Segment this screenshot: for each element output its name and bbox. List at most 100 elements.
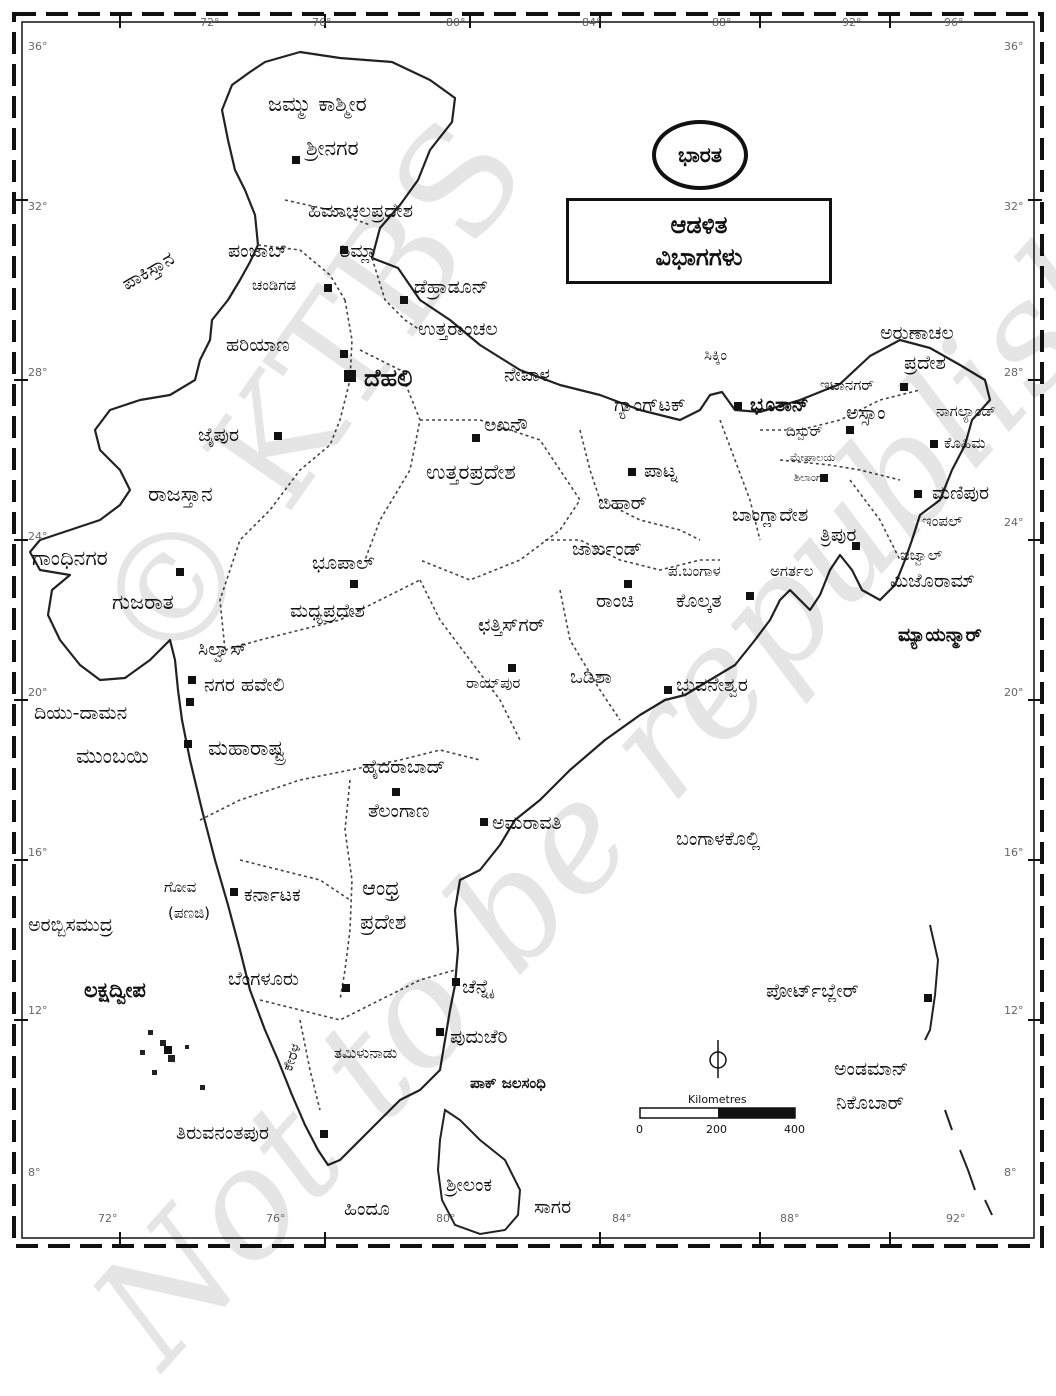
capital-label-raipur: ರಾಯ್‌ಪುರ — [466, 674, 521, 692]
graticule-right-20: 20° — [1004, 686, 1024, 699]
city-marker-lakshadweep — [164, 1046, 172, 1054]
city-marker-daman — [186, 698, 194, 706]
state-label-jk: ಜಮ್ಮು ಕಾಶ್ಮೀರ — [268, 92, 367, 116]
graticule-ticks — [14, 14, 1042, 1246]
capital-label-lucknow: ಲಖನೌ — [484, 414, 528, 436]
city-marker-gangtok — [734, 402, 742, 410]
country-label-bangladesh: ಬಾಂಗ್ಲಾದೇಶ — [732, 504, 809, 526]
map-title-oval: ಭಾರತ — [652, 120, 748, 190]
state-label-manipur: ಮಣಿಪುರ — [932, 482, 990, 504]
capital-label-dehradun: ಡೆಹ್ರಾಡೂನ್ — [414, 276, 489, 298]
capital-label-patna: ಪಾಟ್ನ — [644, 460, 678, 482]
graticule-bottom-88: 88° — [780, 1212, 800, 1225]
capital-label-bhopal: ಭೂಪಾಲ್ — [312, 552, 375, 574]
scale-label: Kilometres — [688, 1093, 747, 1106]
city-marker-ranchi — [624, 580, 632, 588]
city-marker-srinagar — [292, 156, 300, 164]
graticule-top-80: 80° — [446, 16, 466, 29]
state-label-gujarat: ಗುಜರಾತ — [112, 590, 174, 614]
capital-label-amaravati: ಅಮರಾವತಿ — [492, 812, 562, 834]
capital-label-kohima: ಕೊಹಿಮ — [944, 434, 986, 452]
water-label-indian-ocean-2: ಸಾಗರ — [534, 1196, 572, 1218]
graticule-right-8: 8° — [1004, 1166, 1017, 1179]
graticule-top-76: 76° — [312, 16, 332, 29]
city-marker-goa — [230, 888, 238, 896]
capital-label-mumbai: ಮುಂಬಯಿ — [76, 744, 149, 768]
graticule-bottom-76: 76° — [266, 1212, 286, 1225]
city-marker-shillong — [820, 474, 828, 482]
map-frame — [12, 12, 1044, 1248]
state-label-ap1: ಆಂಧ್ರ — [362, 876, 400, 900]
water-label-bay-of-bengal: ಬಂಗಾಳಕೊಲ್ಲಿ — [676, 828, 761, 850]
graticule-top-96: 96° — [944, 16, 964, 29]
capital-label-delhi: ದೆಹಲಿ — [364, 364, 413, 392]
state-label-karnataka: ಕರ್ನಾಟಕ — [244, 884, 301, 906]
scale-tick-0: 0 — [636, 1123, 643, 1136]
graticule-bottom-84: 84° — [612, 1212, 632, 1225]
state-label-arunachal1: ಅರುಣಾಚಲ — [880, 322, 954, 344]
graticule-top-72: 72° — [200, 16, 220, 29]
graticule-right-12: 12° — [1004, 1004, 1024, 1017]
graticule-left-32: 32° — [28, 200, 48, 213]
state-label-wb: ಪ.ಬಂಗಾಳ — [668, 562, 721, 580]
state-label-telangana: ತೆಲಂಗಾಣ — [368, 800, 430, 822]
city-marker-bhopal — [350, 580, 358, 588]
capital-label-chandigarh: ಚಂಡಿಗಡ — [252, 276, 297, 294]
state-label-tripura: ತ್ರಿಪುರ — [820, 524, 857, 546]
srilanka-outline — [436, 1108, 522, 1236]
city-marker-bengaluru — [342, 984, 350, 992]
state-label-uttaranchal: ಉತ್ತರಾಂಚಲ — [418, 318, 498, 340]
state-label-bihar: ಬಿಹಾರ್ — [598, 492, 647, 514]
graticule-right-32: 32° — [1004, 200, 1024, 213]
graticule-right-24: 24° — [1004, 516, 1024, 529]
country-label-nepal: ನೇಪಾಳ — [504, 364, 550, 386]
graticule-top-84: 84° — [582, 16, 602, 29]
city-marker-silvassa — [188, 676, 196, 684]
city-marker-lucknow — [472, 434, 480, 442]
city-marker-delhi — [344, 370, 356, 382]
capital-label-itanagar: ಇಟಾನಗರ್ — [820, 376, 875, 394]
state-label-ap2: ಪ್ರದೇಶ — [360, 910, 407, 934]
state-label-andaman1: ಅಂಡಮಾನ್ — [834, 1058, 909, 1080]
graticule-left-36: 36° — [28, 40, 48, 53]
graticule-right-28: 28° — [1004, 366, 1024, 379]
state-label-dd: ದಿಯು-ದಾಮನ — [34, 702, 128, 724]
lakshadweep-islands — [140, 1030, 205, 1090]
city-marker-dehradun — [400, 296, 408, 304]
city-marker-raipur — [508, 664, 516, 672]
state-label-assam: ಅಸ್ಸಾಂ — [846, 402, 886, 424]
city-marker-imphal — [914, 490, 922, 498]
graticule-left-24: 24° — [28, 530, 48, 543]
graticule-left-12: 12° — [28, 1004, 48, 1017]
capital-label-portblair: ಪೋರ್ಟ್‌ಬ್ಲೇರ್ — [766, 980, 859, 1002]
north-arrow — [709, 1040, 727, 1078]
city-marker-itanagar — [900, 383, 908, 391]
capital-label-bhubaneswar: ಭುವನೇಶ್ವರ — [676, 674, 748, 696]
graticule-right-36: 36° — [1004, 40, 1024, 53]
water-label-indian-ocean-1: ಹಿಂದೂ — [344, 1198, 390, 1220]
state-label-tn: ತಮಿಳುನಾಡು — [334, 1044, 398, 1062]
capital-label-aizawl: ಐಜ್ವಾಲ್ — [900, 546, 943, 564]
state-label-rajasthan: ರಾಜಸ್ತಾನ — [148, 482, 213, 506]
title-line-1: ಆಡಳಿತ — [670, 210, 728, 239]
capital-label-chennai: ಚೆನ್ನೈ — [462, 976, 493, 998]
state-label-odisha: ಒಡಿಶಾ — [570, 666, 612, 688]
state-label-hp: ಹಿಮಾಚಲಪ್ರದೇಶ — [308, 200, 414, 222]
capital-label-shimla: ಶಿಮ್ಲಾ — [340, 240, 378, 262]
capital-label-kolkata: ಕೊಲ್ಕತ — [676, 590, 722, 612]
state-label-mp: ಮಧ್ಯಪ್ರದೇಶ — [290, 600, 365, 622]
city-marker-gandhinagar — [176, 568, 184, 576]
map-title-box: ಆಡಳಿತ ವಿಭಾಗಗಳು — [566, 198, 832, 284]
map-inner-frame — [21, 21, 1035, 1239]
capital-label-jaipur: ಜೈಪುರ — [198, 424, 240, 446]
state-label-goa-paren: (ಪಣಜಿ) — [168, 904, 211, 922]
capital-label-silvassa: ಸಿಲ್ವಾಸ್ — [198, 638, 247, 660]
state-borders — [199, 199, 921, 1111]
state-label-dnh: ನಗರ ಹವೇಲಿ — [204, 674, 285, 696]
graticule-left-28: 28° — [28, 366, 48, 379]
city-marker-patna — [628, 468, 636, 476]
state-label-meghalaya: ಮೇಘಾಲಯ — [790, 451, 836, 464]
state-label-haryana: ಹರಿಯಾಣ — [226, 334, 290, 356]
city-marker-kohima — [930, 440, 938, 448]
state-label-sikkim: ಸಿಕ್ಕಿಂ — [704, 346, 728, 364]
